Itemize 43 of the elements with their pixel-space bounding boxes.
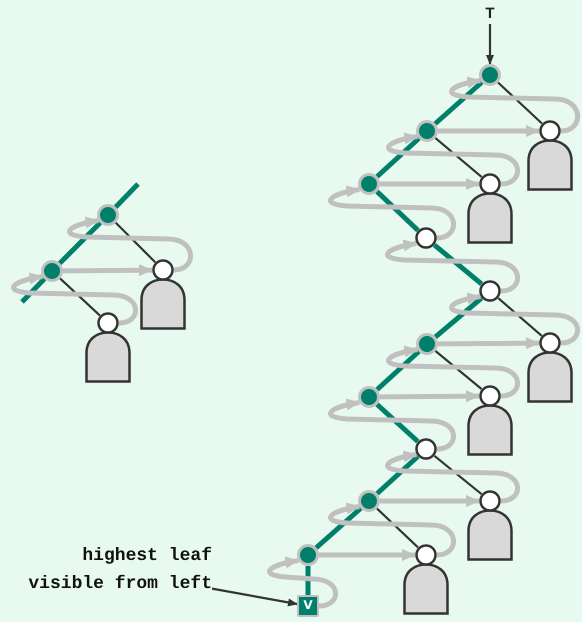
traversal-arrow — [67, 216, 193, 272]
traversal-arrow — [380, 178, 480, 190]
traversal-arrow — [380, 495, 480, 507]
tree-edge — [434, 455, 482, 495]
traversal-arrow — [380, 390, 480, 402]
spine-edge — [434, 296, 484, 339]
pointer-label: T — [480, 4, 500, 24]
tree-edge — [59, 278, 101, 316]
traversal-arrow — [385, 240, 520, 294]
tree-edge — [376, 508, 419, 548]
traversal-arrow — [328, 398, 456, 452]
tree-edge — [434, 137, 482, 178]
spine-edge — [375, 350, 421, 392]
spine-edge — [58, 221, 102, 265]
traversal-arrow — [328, 502, 456, 558]
tree-edge — [498, 297, 542, 337]
spine-edge — [375, 190, 420, 232]
tree-edge — [434, 350, 482, 390]
traversal-arrow — [386, 132, 520, 186]
spine-edge — [375, 136, 421, 178]
traversal-arrow — [319, 549, 416, 561]
spine-edge — [432, 243, 484, 286]
tree-edge — [115, 222, 156, 263]
traversal-arrow — [438, 337, 540, 350]
traversal-arrow — [11, 272, 138, 326]
spine-edge — [306, 566, 310, 595]
pointer-arrow — [212, 588, 298, 606]
traversal-arrow — [449, 76, 580, 134]
spine-edge — [434, 80, 484, 126]
leaf-marker: V — [297, 595, 319, 617]
traversal-arrow — [386, 346, 520, 398]
pointer-arrow — [486, 24, 494, 65]
annotation-text: highest leaf visible from left — [6, 542, 212, 598]
spine-edge — [375, 402, 420, 444]
spine-edge — [375, 454, 420, 496]
traversal-arrow — [328, 186, 456, 240]
tree-edge — [497, 82, 543, 124]
traversal-arrow — [449, 292, 580, 346]
traversal-arrow — [267, 556, 338, 608]
traversal-arrow — [62, 264, 153, 276]
traversal-arrow — [438, 125, 540, 137]
spine-edge — [314, 506, 362, 550]
traversal-arrow — [385, 450, 520, 504]
